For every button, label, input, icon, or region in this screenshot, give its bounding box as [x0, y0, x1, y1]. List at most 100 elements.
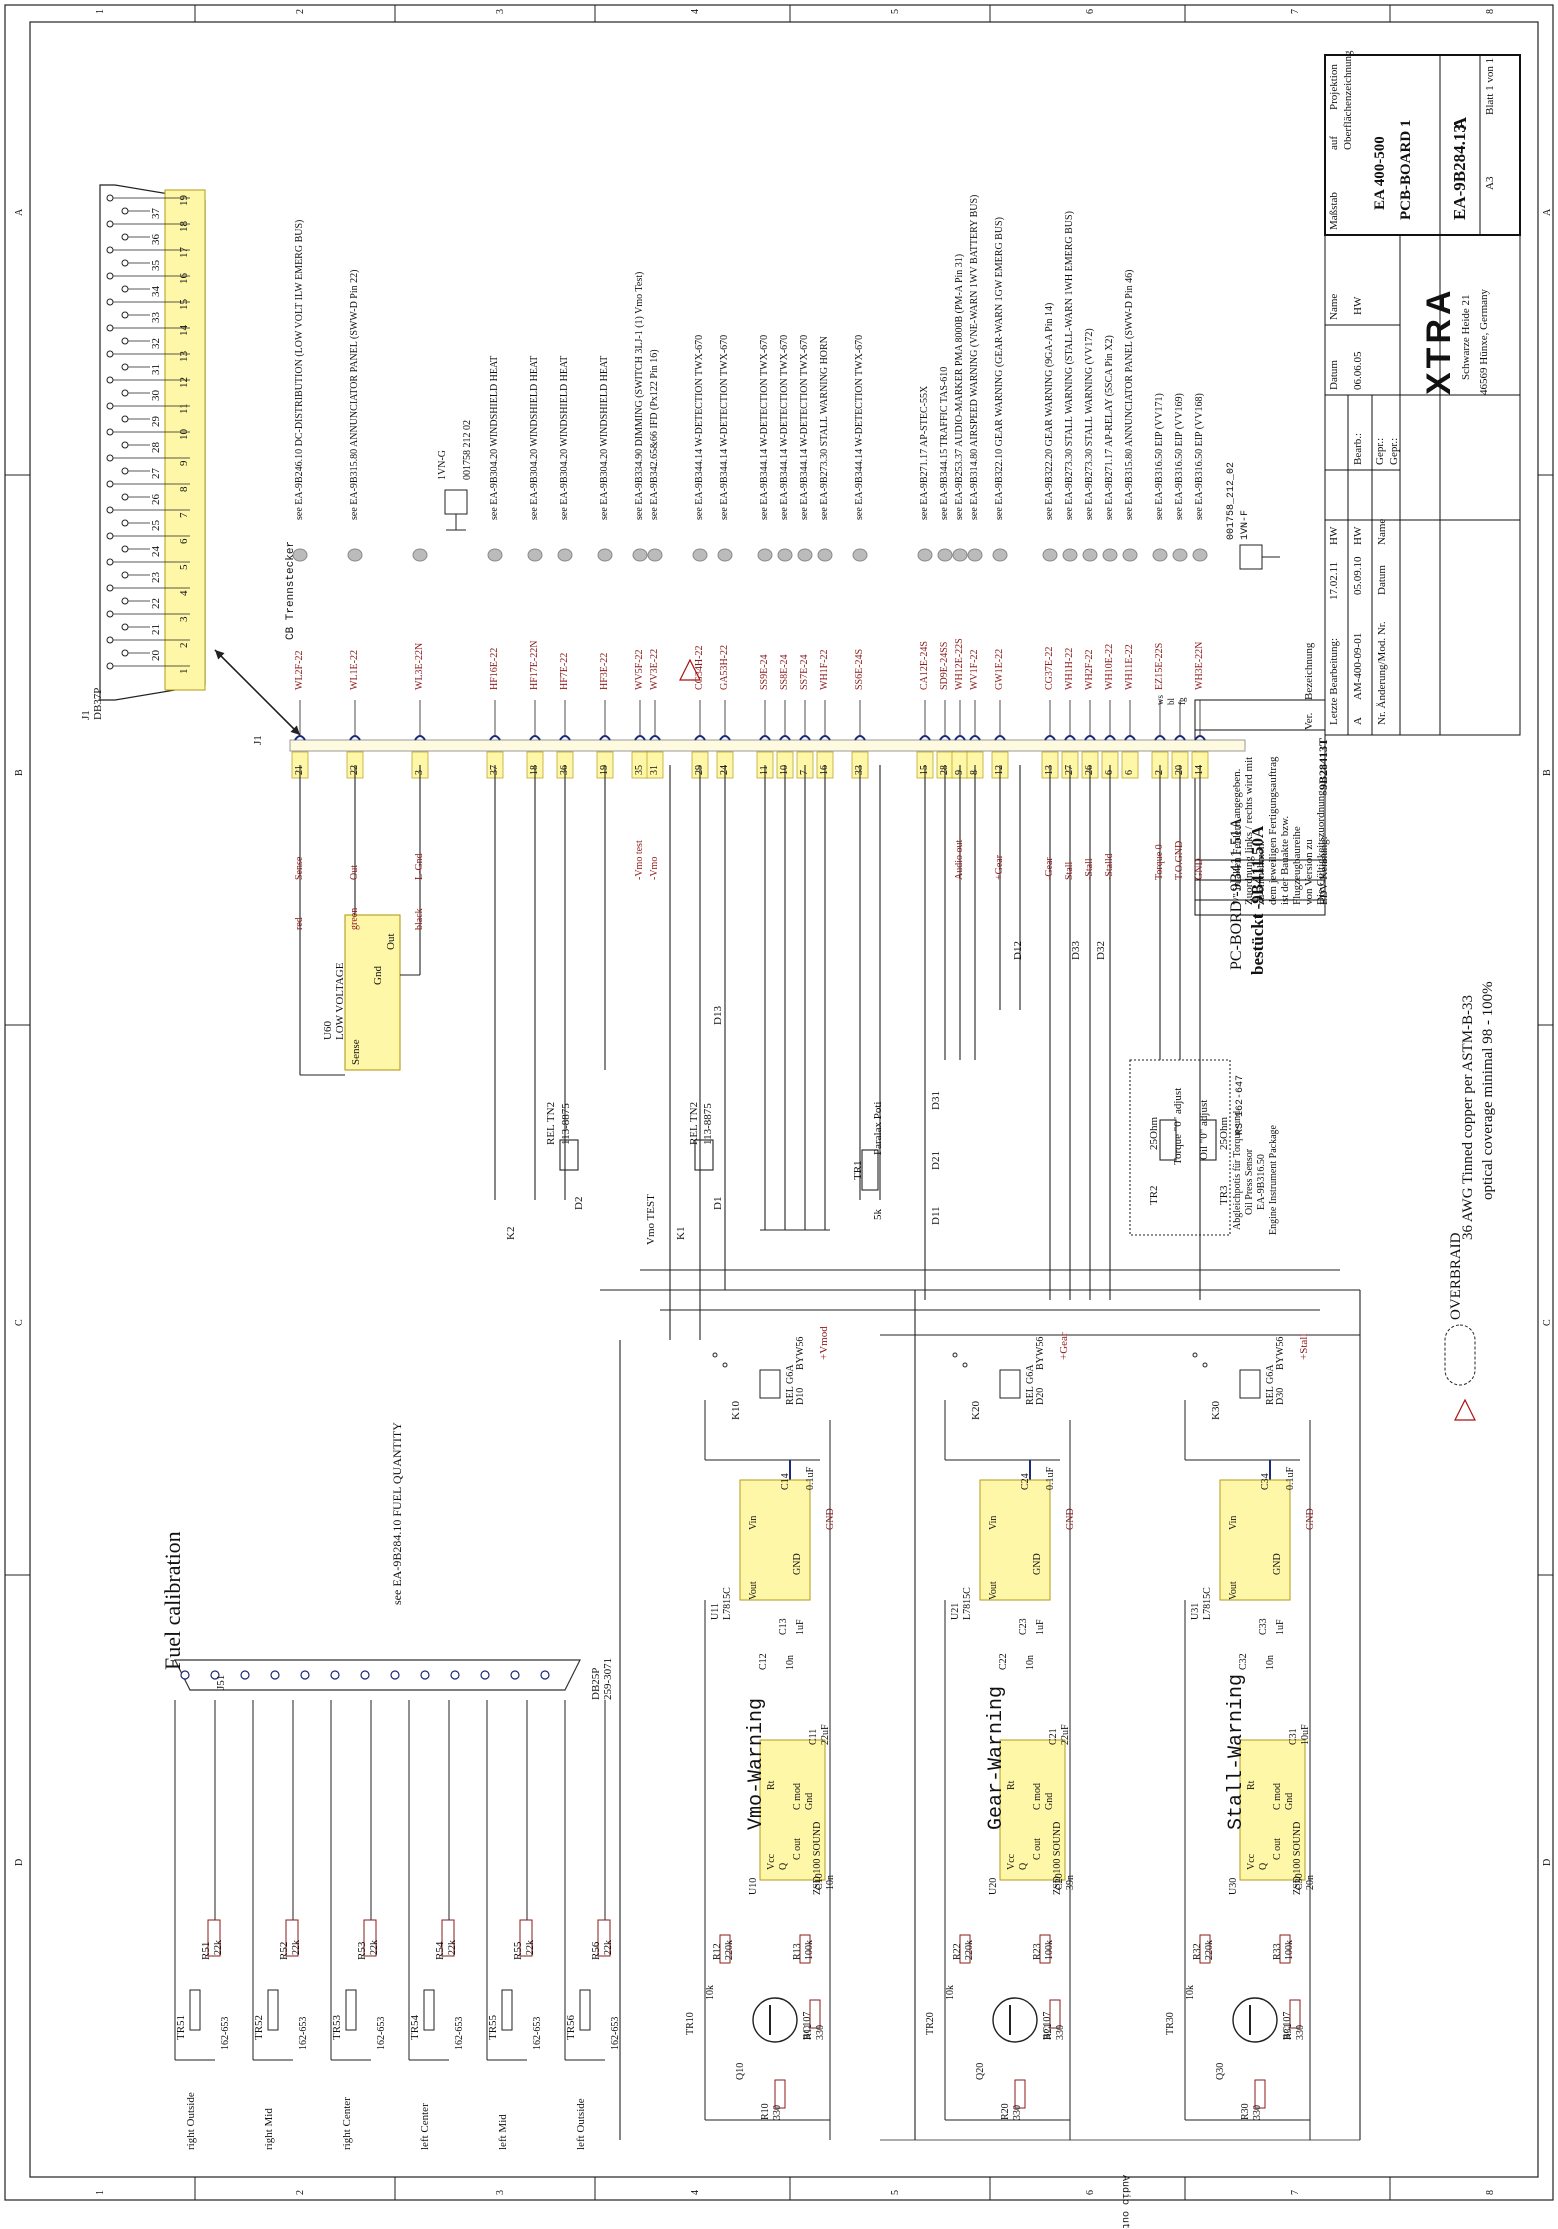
- ref-26: see EA-9B316.50 EIP (VV171): [1154, 393, 1165, 520]
- snd-gnd-1: Gnd: [1044, 1792, 1055, 1810]
- sound-u10: U10: [748, 1877, 759, 1895]
- wirecolor-2: black: [414, 908, 425, 930]
- reg-vout-2: Vout: [1228, 1581, 1239, 1600]
- res-val-a-2: 220k: [1204, 1940, 1215, 1960]
- cap-val-e-2: 20n: [1305, 1875, 1316, 1890]
- audio-out-bottom: Audio out: [1119, 2175, 1130, 2229]
- fuel-ref: see EA-9B284.10 FUEL QUANTITY: [390, 1422, 404, 1605]
- cap-val-e-0: 10n: [825, 1875, 836, 1890]
- fuel-label-5: left Outside: [575, 2098, 587, 2150]
- gnd-label-2: GND: [1305, 1508, 1316, 1530]
- wire-wl3e-22n: WL3E-22N: [414, 642, 425, 690]
- tr3-label: TR3: [1218, 1185, 1230, 1205]
- res-val-c-1: 330: [1055, 2025, 1066, 2040]
- fuel-trim-tr56: TR56: [565, 2014, 577, 2040]
- d1-label: D1: [712, 1196, 724, 1210]
- signal-pin-2-26: 2: [1154, 770, 1165, 775]
- sig-7: -Vmo test: [634, 840, 645, 880]
- j1-pin-6: 6: [178, 538, 190, 545]
- title-date-label: Datum: [1328, 360, 1340, 390]
- cap-val-b-0: 1uF: [795, 1619, 806, 1635]
- signal-pin-26-23: 26: [1084, 765, 1095, 775]
- tr2-label: TR2: [1148, 1185, 1160, 1205]
- ref-4: see EA-9B304.20 WINDSHIELD HEAT: [529, 355, 540, 520]
- border-row-2-bottom: 2: [295, 2190, 306, 2195]
- ref-6: see EA-9B304.20 WINDSHIELD HEAT: [599, 355, 610, 520]
- border-col-c-right: C: [1542, 1319, 1553, 1326]
- rev-header-date: Datum: [1376, 565, 1388, 595]
- border-row-4-bottom: 4: [690, 2190, 701, 2195]
- bez-label: Bezeichnung: [1303, 642, 1315, 700]
- j1-ref: J1: [80, 710, 92, 720]
- d2-label: D2: [573, 1196, 585, 1210]
- fuel-trim-tr55: TR55: [487, 2014, 499, 2040]
- j51-ref: J51: [215, 1674, 227, 1690]
- ref-3: see EA-9B304.20 WINDSHIELD HEAT: [489, 355, 500, 520]
- j1-pin-23: 23: [150, 572, 162, 583]
- reg-vout-1: Vout: [988, 1581, 999, 1600]
- diode-d30: D30: [1275, 1387, 1286, 1405]
- tr-part: RS 162-647: [1235, 1074, 1246, 1135]
- tr3-val: 25Ohm: [1218, 1117, 1230, 1150]
- board-populated: bestückt -9B411.50A: [1248, 825, 1267, 975]
- title-project: EA 400-500: [1372, 136, 1388, 210]
- signal-pin-11-11: 11: [759, 765, 770, 775]
- diode-type-2: BYW56: [1275, 1336, 1286, 1370]
- cap-c21: C21: [1048, 1728, 1059, 1745]
- ref-5: see EA-9B304.20 WINDSHIELD HEAT: [559, 355, 570, 520]
- border-col-b-right: B: [1542, 769, 1553, 776]
- rel-tn2-b: REL TN2: [688, 1101, 700, 1145]
- signal-pin-3-2: 3: [414, 770, 425, 775]
- cb-label: CB Trennstecker: [285, 540, 297, 640]
- u60-ref: U60: [322, 1021, 334, 1040]
- snd-cmod-0: C mod: [792, 1783, 803, 1810]
- reg-u11: U11: [710, 1603, 721, 1620]
- fuel-pn-1: 162-653: [298, 2016, 309, 2050]
- trans-q10: Q10: [735, 2062, 746, 2080]
- sound-u30: U30: [1228, 1877, 1239, 1895]
- cap-val-e-1: 39n: [1065, 1875, 1076, 1890]
- sig-28: GND: [1194, 858, 1205, 880]
- company-address-1: Schwarze Heide 21: [1460, 294, 1472, 380]
- d12-label: D12: [1012, 941, 1024, 960]
- gnd-label-1: GND: [1065, 1508, 1076, 1530]
- border-col-c-left: C: [14, 1319, 25, 1326]
- j1-pin-17: 17: [178, 247, 190, 258]
- gnd-label-0: GND: [825, 1508, 836, 1530]
- rel-tn2-a: REL TN2: [545, 1101, 557, 1145]
- relay-k20: K20: [970, 1401, 982, 1420]
- res-val-c-0: 330: [815, 2025, 826, 2040]
- sig-0: Sense: [294, 856, 305, 880]
- reg-vin-1: Vin: [988, 1515, 999, 1530]
- ver-label: Ver.: [1303, 712, 1315, 730]
- cap-val-c-0: 10n: [785, 1655, 796, 1670]
- fuel-res-r55: R55: [512, 1941, 524, 1960]
- rev-a: A: [1352, 717, 1364, 725]
- snd-gnd-2: Gnd: [1284, 1792, 1295, 1810]
- d11-label: D11: [930, 1206, 942, 1225]
- edv-label: EDV-Kennung:: [1318, 836, 1330, 905]
- diode-type-0: BYW56: [795, 1336, 806, 1370]
- border-row-3-top: 3: [495, 9, 506, 14]
- rev-header: Nr. Änderung/Mod. Nr.: [1376, 621, 1388, 725]
- title-drawing-no: EA-9B284.13: [1450, 124, 1469, 220]
- snd-vcc-1: Vcc: [1006, 1853, 1017, 1870]
- reg-vin-0: Vin: [748, 1515, 759, 1530]
- supply-1: +Gear: [1058, 1332, 1070, 1360]
- trim-tr30: TR30: [1165, 2012, 1176, 2035]
- cap-c31: C31: [1288, 1728, 1299, 1745]
- res-r23: R23: [1032, 1943, 1043, 1960]
- last-edit-date: 17.02.11: [1328, 561, 1340, 600]
- wire-wv5f-22: WV5F-22: [634, 649, 645, 690]
- signal-pin-8-19: 8: [969, 770, 980, 775]
- title-projektion: Projektion: [1328, 64, 1340, 110]
- signal-pin-9-18: 9: [954, 770, 965, 775]
- j1-pin-14: 14: [178, 325, 190, 336]
- snd-q-2: Q: [1258, 1862, 1269, 1870]
- sig-8: -Vmo: [649, 856, 660, 880]
- cap-c10: C10: [814, 1873, 825, 1890]
- trans-q20: Q20: [975, 2062, 986, 2080]
- res-r13: R13: [792, 1943, 803, 1960]
- wire-ez15e-22s: EZ15E-22S: [1154, 642, 1165, 690]
- title-bearb-date: 06.06.05: [1352, 351, 1364, 391]
